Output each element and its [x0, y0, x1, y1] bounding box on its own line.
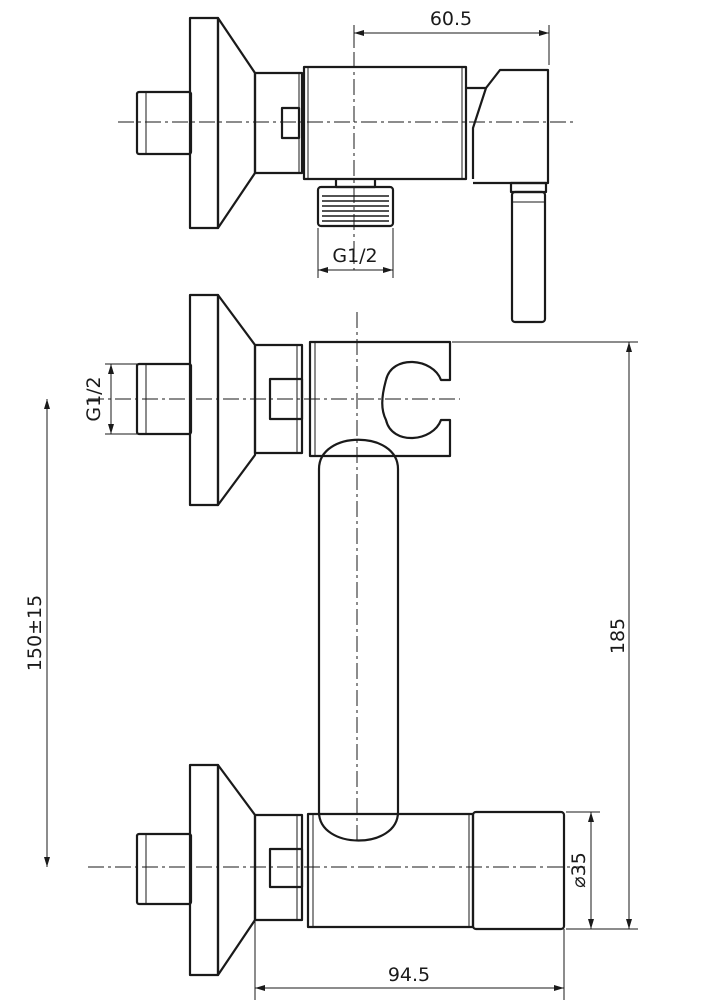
- top-view: 60.5 G1/2: [118, 8, 575, 324]
- front-dimension-spacing: 150±15: [24, 399, 50, 867]
- top-outlet-thread: [316, 180, 395, 228]
- upper-wall-flange: [188, 293, 257, 507]
- front-dimension-thread: G1/2: [83, 363, 137, 435]
- handshower-holder: [308, 340, 452, 458]
- lower-hex-connector: [253, 813, 304, 922]
- dim-label-diameter-35: ⌀35: [568, 852, 590, 888]
- front-view: G1/2 150±15 185 ⌀35 94.5: [24, 293, 638, 1000]
- top-lever-handle: [509, 181, 548, 324]
- dim-label-g1-2-top: G1/2: [332, 245, 377, 267]
- top-dimension-width: 60.5: [353, 8, 550, 65]
- top-dimension-thread: G1/2: [317, 228, 394, 278]
- dim-label-185: 185: [607, 618, 629, 654]
- lower-inlet-pipe: [135, 832, 193, 906]
- front-dimension-diameter: ⌀35: [566, 811, 600, 929]
- top-wall-flange: [188, 16, 257, 230]
- lower-wall-flange: [188, 763, 257, 977]
- dim-label-g1-2-front: G1/2: [83, 376, 105, 421]
- riser-bar: [317, 438, 400, 842]
- top-mixer-body: [302, 65, 550, 185]
- front-dimension-height: 185: [452, 341, 638, 930]
- dim-label-150: 150±15: [24, 595, 46, 671]
- upper-hex-connector: [253, 343, 304, 455]
- dim-label-94-5: 94.5: [388, 964, 430, 986]
- top-hex-connector: [253, 71, 304, 175]
- dim-label-60-5: 60.5: [430, 8, 472, 30]
- lower-mixer-body: [306, 810, 566, 931]
- top-inlet-pipe: [135, 90, 193, 156]
- front-dimension-depth: 94.5: [254, 920, 565, 1000]
